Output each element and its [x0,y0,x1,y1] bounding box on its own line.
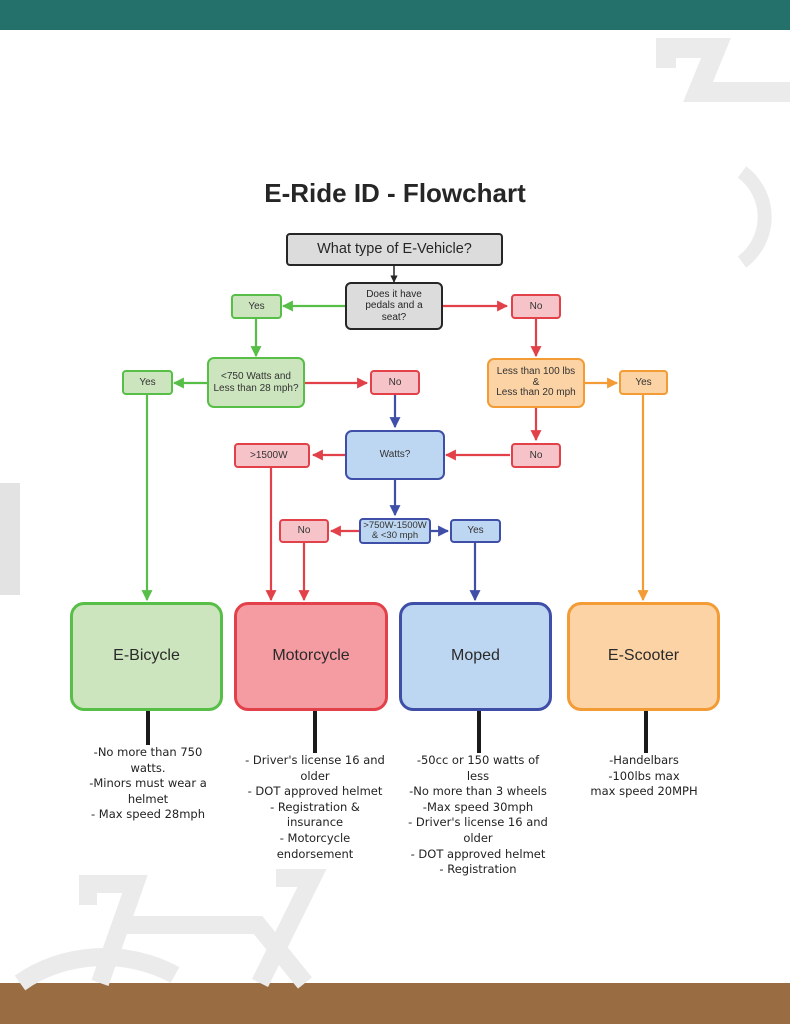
footer-bar [0,983,790,1024]
details-escooter: -Handelbars -100lbs max max speed 20MPH [590,753,698,799]
node-yes-100lbs: Yes [619,370,668,395]
node-no-750w: No [370,370,420,395]
node-no-range: No [279,519,329,543]
node-no-100lbs: No [511,443,561,468]
details-motorcycle: - Driver's license 16 and older - DOT ap… [245,753,385,861]
details-ebicycle: -No more than 750 watts. -Minors must we… [89,745,207,822]
outcome-ebicycle: E-Bicycle [70,602,223,711]
node-yes-750w: Yes [122,370,173,395]
node-yes-range: Yes [450,519,501,543]
node-pedals-question: Does it have pedals and a seat? [345,282,443,330]
node-range-question: >750W-1500W & <30 mph [359,518,431,544]
node-start: What type of E-Vehicle? [286,233,503,266]
details-moped: -50cc or 150 watts of less -No more than… [408,753,548,877]
outcome-motorcycle: Motorcycle [234,602,388,711]
node-yes-pedals: Yes [231,294,282,319]
node-over-1500w: >1500W [234,443,310,468]
node-750w-question: <750 Watts and Less than 28 mph? [207,357,305,408]
page-title: E-Ride ID - Flowchart [264,178,526,208]
node-100lbs-question: Less than 100 lbs & Less than 20 mph [487,358,585,408]
header-bar [0,0,790,30]
outcome-escooter: E-Scooter [567,602,720,711]
outcome-moped: Moped [399,602,552,711]
node-no-pedals: No [511,294,561,319]
node-watts-question: Watts? [345,430,445,480]
